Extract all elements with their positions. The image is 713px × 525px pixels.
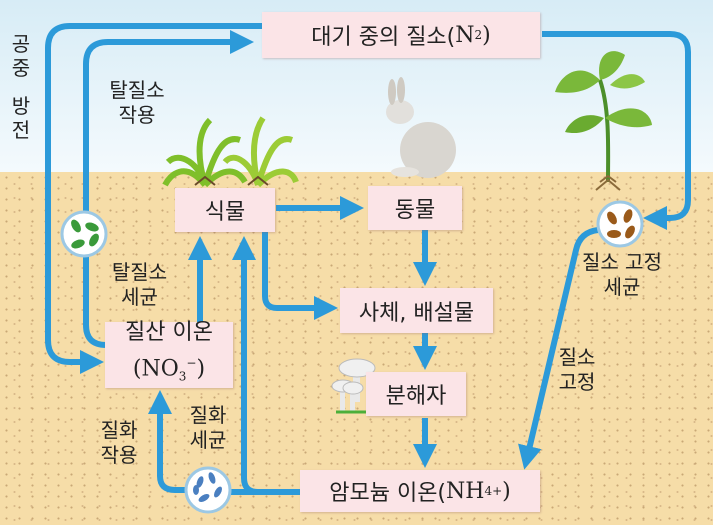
formula: (NO — [132, 356, 179, 382]
label-line: 질화 — [189, 403, 227, 427]
decomposers-box: 분해자 — [366, 372, 466, 416]
ammonium-to-plant-arrow — [232, 236, 300, 495]
nitrate-formula: (NO3−) — [133, 348, 205, 392]
label-line: 세균 — [189, 428, 227, 452]
denitrification-arrow — [83, 30, 254, 212]
label-line: 공중 — [11, 32, 31, 80]
fixation-loop-arrow — [542, 31, 691, 230]
bean-plant-illustration — [555, 51, 652, 191]
label-line: 작용 — [118, 103, 156, 127]
nitrate-to-denitrifier-line — [83, 256, 107, 348]
denitrifying-bacteria-icon — [60, 210, 108, 258]
nitrification-label: 질화 작용 — [94, 418, 144, 468]
box-label: 대기 중의 질소( — [311, 25, 456, 50]
label-line: 방전 — [11, 94, 31, 142]
box-label: 질산 이온 — [125, 320, 213, 346]
superscript: − — [186, 356, 197, 371]
lightning-arrow — [45, 23, 262, 374]
label-line: 탈질소 — [109, 78, 165, 102]
label-line: 세균 — [121, 285, 158, 309]
formula: N — [455, 22, 475, 48]
remains-box: 사체, 배설물 — [340, 288, 493, 333]
label-line: 고정 — [558, 370, 596, 394]
nitrogen-fixation-label: 질소 고정 — [552, 345, 602, 395]
superscript: + — [492, 484, 503, 498]
fixing-to-ammonium-arrow — [518, 227, 599, 470]
label-line: 질소 — [558, 345, 596, 369]
animals-box: 동물 — [368, 186, 462, 230]
subscript: 3 — [178, 369, 187, 384]
lightning-label: 공중 방전 — [8, 32, 34, 142]
crop-plants-illustration — [162, 116, 299, 188]
paren: ) — [196, 356, 206, 382]
plants-box: 식물 — [175, 188, 275, 232]
plant-to-remains-arrow — [262, 232, 338, 320]
label-line: 작용 — [100, 443, 138, 467]
nitrogen-fixing-bacteria-icon — [596, 200, 644, 248]
nitrogen-fixing-bacteria-label: 질소 고정 세균 — [574, 250, 670, 300]
denitrifying-bacteria-label: 탈질소 세균 — [102, 260, 177, 310]
paren: ) — [502, 478, 511, 504]
box-label: 암모늄 이온( — [329, 481, 447, 506]
mushroom-illustration — [331, 358, 376, 414]
label-line: 세균 — [603, 275, 641, 299]
paren: ) — [482, 22, 491, 48]
label-line: 질화 — [100, 418, 138, 442]
denitrification-label: 탈질소 작용 — [98, 78, 176, 128]
label-line: 질소 고정 — [582, 250, 662, 274]
rabbit-illustration — [386, 77, 456, 178]
subscript: 2 — [474, 28, 483, 42]
subscript: 4 — [484, 484, 493, 498]
nitrifying-bacteria-label: 질화 세균 — [183, 403, 233, 453]
nitrifying-bacteria-icon — [184, 466, 232, 514]
nitrate-ion-box: 질산 이온 (NO3−) — [105, 320, 233, 388]
label-line: 탈질소 — [111, 260, 168, 284]
formula: NH — [446, 478, 485, 504]
nitrification-arrow — [148, 390, 188, 493]
